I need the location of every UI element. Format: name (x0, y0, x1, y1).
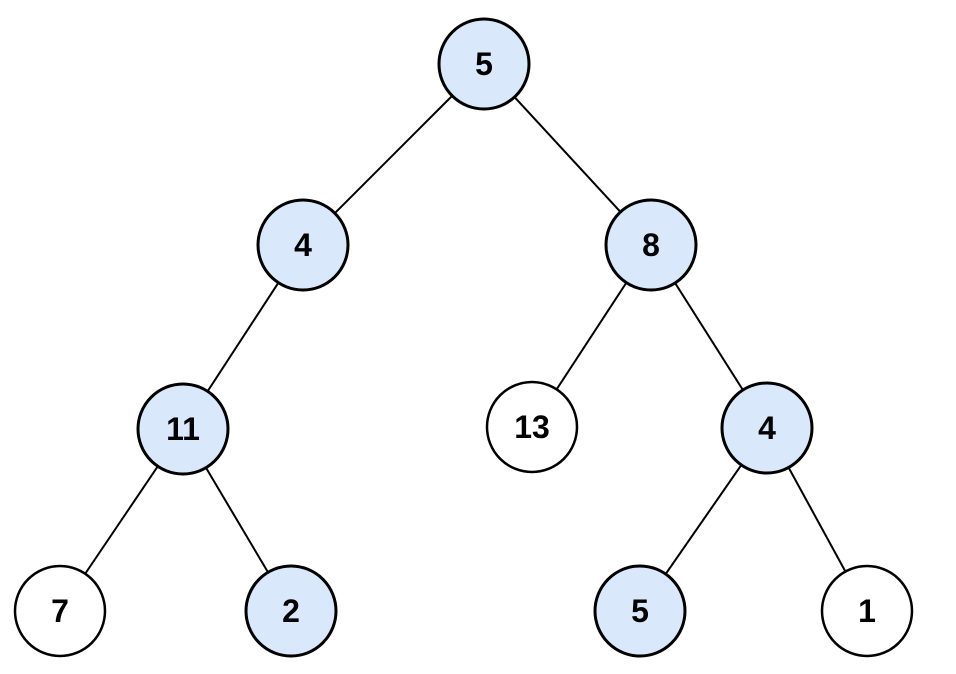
tree-node-RRL: 5 (593, 564, 687, 658)
tree-node-label-RL: 13 (514, 409, 550, 445)
tree-node-RR: 4 (720, 381, 814, 475)
tree-node-circle-RRR (820, 564, 914, 658)
tree-node-R: 8 (604, 198, 698, 292)
tree-node-label-root: 5 (475, 46, 493, 82)
tree-node-RL: 13 (485, 380, 579, 474)
tree-node-label-LLR: 2 (282, 593, 300, 629)
tree-node-label-R: 8 (642, 227, 660, 263)
tree-node-root: 5 (437, 17, 531, 111)
tree-node-circle-L (256, 198, 350, 292)
tree-node-circle-LL (136, 382, 230, 476)
tree-node-circle-RR (720, 381, 814, 475)
tree-node-LL: 11 (136, 382, 230, 476)
tree-node-circle-LLL (13, 564, 107, 658)
tree-node-label-RR: 4 (758, 410, 776, 446)
tree-node-RRR: 1 (820, 564, 914, 658)
tree-node-label-L: 4 (294, 227, 312, 263)
tree-node-label-LL: 11 (166, 411, 200, 447)
tree-node-circle-R (604, 198, 698, 292)
tree-node-circle-RL (485, 380, 579, 474)
tree-node-label-RRR: 1 (858, 593, 876, 629)
tree-node-label-RRL: 5 (631, 593, 649, 629)
tree-node-L: 4 (256, 198, 350, 292)
tree-node-label-LLL: 7 (51, 593, 69, 629)
tree-node-circle-RRL (593, 564, 687, 658)
tree-node-circle-root (437, 17, 531, 111)
tree-node-LLL: 7 (13, 564, 107, 658)
tree-node-circle-LLR (244, 564, 338, 658)
tree-node-LLR: 2 (244, 564, 338, 658)
